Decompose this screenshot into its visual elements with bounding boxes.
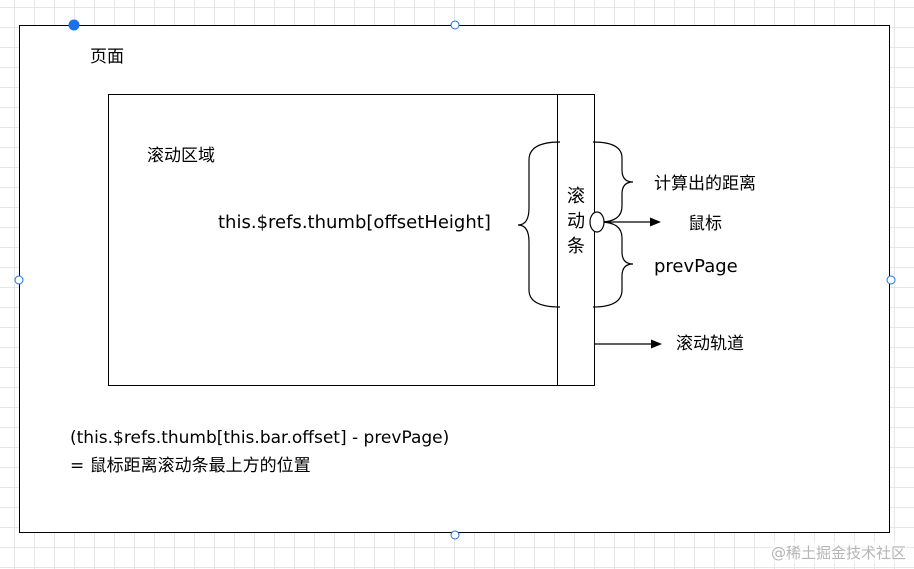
scrollbar-label: 滚 动 条 bbox=[558, 184, 594, 259]
formula-line-1: (this.$refs.thumb[this.bar.offset] - pre… bbox=[70, 428, 450, 448]
track-arrow-head bbox=[651, 339, 662, 349]
mouse-label: 鼠标 bbox=[688, 214, 722, 234]
scrollbar-char-3: 条 bbox=[567, 236, 585, 257]
computed-distance-brace bbox=[592, 141, 634, 223]
track-label: 滚动轨道 bbox=[676, 334, 744, 354]
page-frame[interactable] bbox=[19, 25, 890, 533]
scroll-area-box bbox=[108, 94, 595, 386]
scrollbar-track-divider bbox=[557, 94, 558, 386]
mouse-pointer-ellipse bbox=[589, 211, 605, 233]
watermark: @稀土掘金技术社区 bbox=[770, 542, 906, 563]
selection-handle-right[interactable] bbox=[886, 275, 896, 285]
scrollbar-char-1: 滚 bbox=[567, 186, 585, 207]
selection-handle-bottom[interactable] bbox=[450, 530, 460, 540]
formula-line-2: = 鼠标距离滚动条最上方的位置 bbox=[70, 456, 311, 476]
scrollbar-char-2: 动 bbox=[567, 211, 585, 232]
thumb-height-brace bbox=[517, 141, 561, 308]
selection-handle-left[interactable] bbox=[14, 275, 24, 285]
selection-handle-top-left[interactable] bbox=[68, 19, 80, 31]
selection-handle-top[interactable] bbox=[450, 20, 460, 30]
computed-distance-label: 计算出的距离 bbox=[654, 174, 756, 194]
page-label: 页面 bbox=[90, 47, 124, 67]
prev-page-label: prevPage bbox=[654, 256, 738, 277]
thumb-height-label: this.$refs.thumb[offsetHeight] bbox=[218, 212, 491, 233]
mouse-arrow-head bbox=[650, 217, 661, 227]
prev-page-brace bbox=[592, 221, 634, 308]
scroll-area-label: 滚动区域 bbox=[147, 146, 215, 166]
